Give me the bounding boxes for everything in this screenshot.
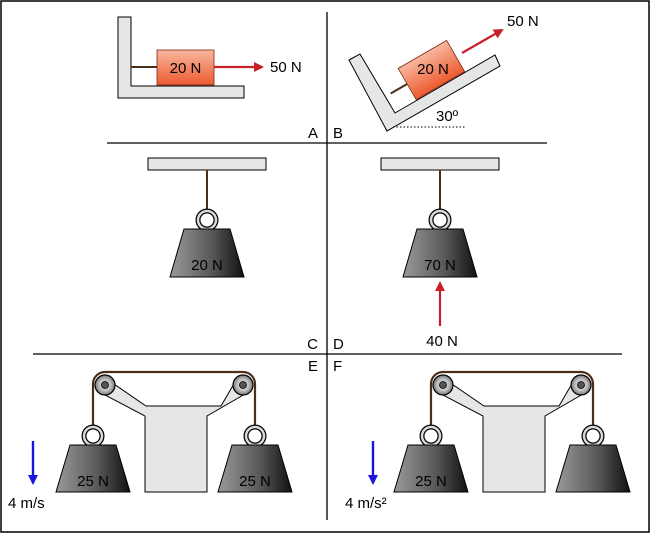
panel-b-block-label: 20 N: [417, 61, 449, 78]
panel-f-rope: [429, 370, 595, 426]
panel-f: 25 N 4 m/s² F: [333, 358, 631, 512]
panel-b-incline-support: [348, 53, 501, 132]
panel-e-left-weight-label: 25 N: [77, 473, 109, 490]
panel-a-block-label: 20 N: [170, 60, 202, 77]
panel-d: 70 N 40 N D: [333, 157, 500, 353]
panel-c-weight-label: 20 N: [191, 257, 223, 274]
panel-e-left-weight: [55, 444, 131, 493]
panel-a-force-label: 50 N: [270, 59, 302, 76]
panel-d-ceiling: [380, 157, 500, 171]
panel-f-left-weight: [393, 444, 469, 493]
panel-b: 20 N 50 N 30º B: [333, 13, 539, 142]
panel-e-motion-label: 4 m/s: [8, 495, 45, 512]
panel-b-rope: [390, 83, 408, 95]
panel-a: 20 N 50 N A: [117, 16, 318, 142]
panel-c-ceiling: [147, 157, 267, 171]
panel-e-right-weight: [217, 444, 293, 493]
panel-d-weight: [402, 228, 478, 278]
panel-a-letter: A: [308, 125, 318, 142]
panel-e-letter: E: [308, 358, 318, 375]
panel-d-force-label: 40 N: [426, 333, 458, 350]
panel-b-block: [397, 39, 466, 101]
panel-e-rope: [91, 370, 257, 426]
panel-f-motion-label: 4 m/s²: [345, 495, 387, 512]
panel-f-left-weight-label: 25 N: [415, 473, 447, 490]
panel-b-force-label: 50 N: [507, 13, 539, 30]
dividers: [33, 12, 622, 520]
panel-d-weight-label: 70 N: [424, 257, 456, 274]
panel-c-weight: [169, 228, 245, 278]
panel-f-letter: F: [333, 358, 342, 375]
panel-d-letter: D: [333, 336, 344, 353]
panel-f-right-weight: [555, 444, 631, 493]
panel-b-letter: B: [333, 125, 343, 142]
panel-e-right-weight-label: 25 N: [239, 473, 271, 490]
panel-b-angle-label: 30º: [436, 108, 459, 125]
panel-c-letter: C: [307, 336, 318, 353]
panel-e: 25 N 25 N 4 m/s E: [8, 358, 318, 512]
panel-b-force-arrow: [461, 29, 504, 54]
panel-a-l-support: [117, 16, 245, 99]
panel-c: 20 N C: [147, 157, 318, 353]
